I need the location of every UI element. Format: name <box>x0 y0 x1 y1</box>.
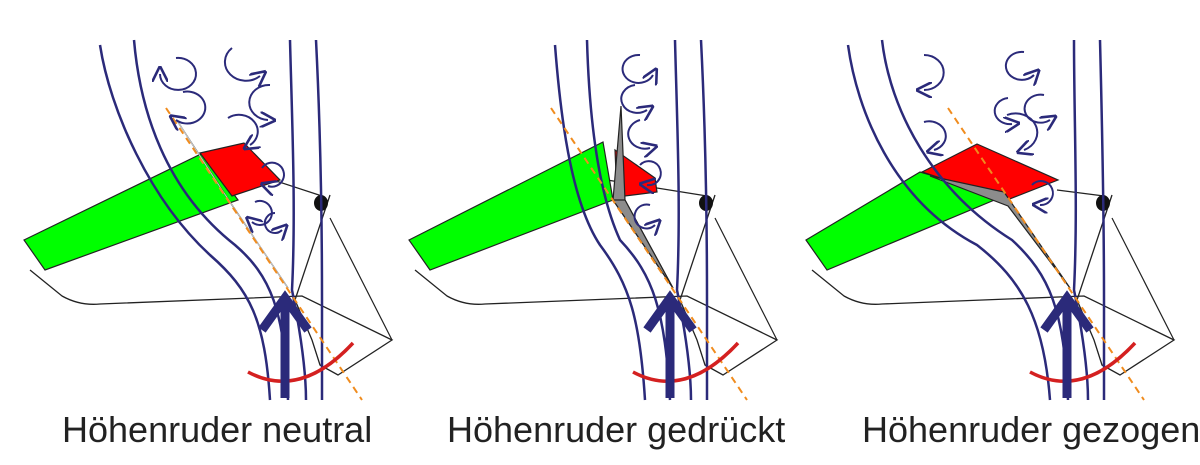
vortex-icon <box>176 90 207 124</box>
vortex-icon <box>262 161 285 187</box>
vortex-icon <box>633 203 655 228</box>
flow-line <box>673 39 693 401</box>
angle-arc <box>1029 341 1137 383</box>
vortex-icon <box>621 53 653 83</box>
flow-line <box>1072 39 1090 401</box>
axis-dashed <box>165 107 363 401</box>
vortex-icon <box>1004 50 1034 80</box>
angle-arc <box>247 341 355 383</box>
axis-dashed <box>947 107 1145 401</box>
vortex-icon <box>993 97 1012 124</box>
fin-gray <box>612 105 674 289</box>
vortex-icon <box>627 119 650 149</box>
vortex-icon <box>248 83 270 120</box>
vortex-icon <box>1023 93 1050 123</box>
body-outline <box>29 194 394 376</box>
angle-arc <box>632 341 740 383</box>
flow-line <box>1098 39 1106 400</box>
panel-pulled <box>805 39 1176 401</box>
vortex-icon <box>1006 112 1039 150</box>
vortex-icon <box>620 84 647 113</box>
vortex-icon <box>923 120 947 150</box>
caption-pushed: Höhenruder gedrückt <box>447 409 786 450</box>
body-outline <box>414 194 779 376</box>
vortex-icon <box>252 199 273 225</box>
flow-line <box>98 44 272 401</box>
flow-line <box>585 39 672 401</box>
axis-dashed <box>550 107 748 401</box>
up-arrow-head <box>643 290 697 333</box>
body-outline <box>811 194 1176 376</box>
flow-line <box>880 39 1070 401</box>
vortex-icon <box>924 54 945 90</box>
up-arrow-head <box>258 290 312 333</box>
caption-neutral: Höhenruder neutral <box>62 409 373 450</box>
flow-line <box>846 44 1052 401</box>
flow-line <box>314 39 324 400</box>
flow-line <box>699 39 709 400</box>
panel-neutral <box>23 39 394 401</box>
wing-green <box>23 152 239 271</box>
vortex-icon <box>160 56 197 91</box>
flow-line <box>553 44 647 401</box>
vortex-icon <box>640 160 662 185</box>
vortex-icon <box>263 211 282 233</box>
body-top-line <box>1056 189 1175 341</box>
body-top-line <box>606 179 778 341</box>
vortex-icon <box>1031 180 1054 205</box>
panel-pushed <box>408 39 779 401</box>
flow-line <box>288 39 308 401</box>
up-arrow-head <box>1040 290 1094 333</box>
caption-pulled: Höhenruder gezogen <box>862 409 1200 450</box>
vortex-icon <box>227 113 258 145</box>
vortex-icon <box>223 47 260 81</box>
